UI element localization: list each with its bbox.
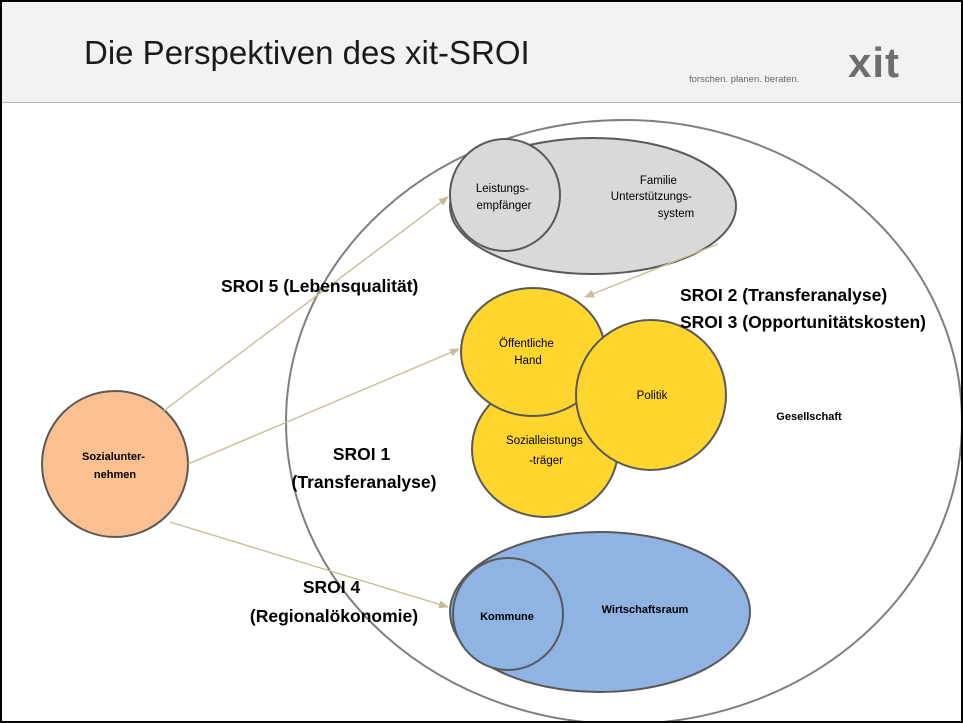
sozialunternehmen-circle [41, 390, 189, 538]
politik-circle [575, 319, 727, 471]
politik-label: Politik [637, 390, 668, 402]
sroi4-label: SROI 4 (Regionalökonomie) [250, 577, 418, 626]
arrow-sroi5 [161, 196, 449, 413]
slide-title: Die Perspektiven des xit-SROI [84, 34, 530, 71]
sozialunternehmen-label: Sozialunter- nehmen [82, 451, 148, 481]
sroi5-label: SROI 5 (Lebensqualität) [221, 276, 418, 296]
logo-tagline: forschen. planen. beraten. [689, 74, 800, 85]
xit-logo: xit [848, 39, 901, 86]
sroi3-label: SROI 3 (Opportunitätskosten) [680, 312, 926, 332]
familie-label: Familie Unterstützungs- system [611, 175, 695, 220]
leistungsempfaenger-label: Leistungs- empfänger [476, 183, 532, 212]
wirtschaftsraum-label: Wirtschaftsraum [602, 604, 689, 616]
slide-header: Die Perspektiven des xit-SROI forschen. … [2, 2, 961, 103]
leistungsempfaenger-ellipse [449, 138, 561, 252]
gesellschaft-label: Gesellschaft [776, 411, 842, 423]
arrow-sroi2 [584, 243, 719, 298]
oeffentliche-hand-label: Öffentliche Hand [499, 338, 557, 367]
kommune-label: Kommune [480, 611, 534, 623]
sroi1-label: SROI 1 (Transferanalyse) [292, 444, 437, 492]
arrow-sroi4 [169, 521, 449, 609]
kommune-circle [452, 557, 564, 671]
sozialleistungstraeger-label: Sozialleistungs -träger [506, 435, 586, 467]
sroi2-label: SROI 2 (Transferanalyse) [680, 285, 887, 305]
arrow-sroi1 [187, 348, 460, 465]
